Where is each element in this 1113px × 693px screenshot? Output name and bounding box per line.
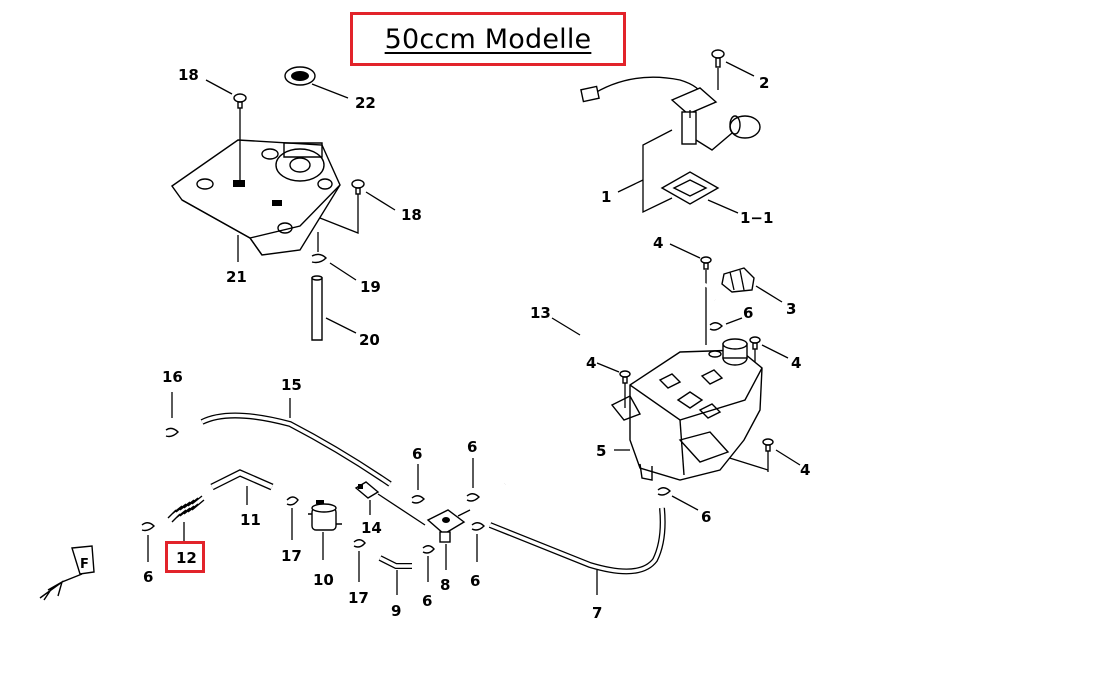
- part-6-clip-f: [709, 322, 723, 331]
- callout-3: 3: [786, 300, 796, 318]
- callout-10: 10: [313, 571, 334, 589]
- callout-21: 21: [226, 268, 247, 286]
- part-10-fuel-filter: [308, 500, 342, 531]
- callout-14: 14: [361, 519, 382, 537]
- part-4-bolt-bottom: [762, 438, 774, 452]
- callout-6-d: 6: [467, 438, 477, 456]
- callout-6-left: 6: [143, 568, 153, 586]
- callout-20: 20: [359, 331, 380, 349]
- part-12-highlight-frame: [165, 541, 205, 573]
- part-21-cover-plate: [171, 139, 341, 256]
- callout-15: 15: [281, 376, 302, 394]
- callout-16: 16: [162, 368, 183, 386]
- callout-22: 22: [355, 94, 376, 112]
- callout-12: 12: [176, 549, 197, 567]
- part-15-hose: [200, 412, 392, 487]
- part-6-clip-c: [422, 545, 435, 554]
- callout-1: 1: [601, 188, 611, 206]
- callout-7: 7: [592, 604, 602, 622]
- part-20-tube: [311, 275, 323, 341]
- callout-18-right: 18: [401, 206, 422, 224]
- callout-13: 13: [530, 304, 551, 322]
- title-frame: 50ccm Modelle: [350, 12, 626, 66]
- callout-18-top: 18: [178, 66, 199, 84]
- part-14-screw: [354, 481, 380, 499]
- callout-2: 2: [759, 74, 769, 92]
- part-18-screw-b: [351, 179, 365, 195]
- part-2-screw: [711, 49, 725, 68]
- part-6-clip-g: [657, 487, 671, 496]
- callout-8: 8: [440, 576, 450, 594]
- part-17-clip-b: [353, 539, 366, 548]
- part-9-bent-tube: [378, 555, 412, 569]
- part-1-fuel-sender: [580, 76, 761, 151]
- part-12-spring: [167, 495, 205, 523]
- part-16-clip: [165, 427, 179, 438]
- part-17-clip-a: [286, 496, 299, 506]
- part-4-bolt-left: [619, 370, 631, 384]
- callout-4-bottom: 4: [800, 461, 810, 479]
- callout-11: 11: [240, 511, 261, 529]
- callout-6-c: 6: [422, 592, 432, 610]
- part-1-1-gasket: [660, 171, 720, 205]
- callout-17-b: 17: [348, 589, 369, 607]
- callout-17-a: 17: [281, 547, 302, 565]
- part-6-clip-d: [466, 493, 480, 502]
- part-6-clip-b: [411, 495, 425, 504]
- part-13-hose: [504, 281, 717, 486]
- part-4-bolt-top: [700, 256, 712, 270]
- part-6-clip-e: [471, 522, 485, 531]
- part-19-clip: [311, 253, 327, 264]
- front-direction-marker: F: [39, 545, 95, 601]
- part-18-screw-a: [233, 93, 247, 109]
- part-3-fuel-cap: [721, 267, 755, 293]
- part-4-bolt-right: [749, 336, 761, 350]
- callout-19: 19: [360, 278, 381, 296]
- part-8-fuel-valve: [426, 509, 471, 543]
- callout-5: 5: [596, 442, 606, 460]
- front-marker-letter: F: [80, 557, 89, 572]
- callout-4-left: 4: [586, 354, 596, 372]
- callout-6-b: 6: [412, 445, 422, 463]
- callout-1-1: 1−1: [740, 209, 773, 227]
- callout-6-g: 6: [701, 508, 711, 526]
- part-7-hose: [488, 507, 666, 575]
- part-11-elbow: [210, 469, 274, 491]
- part-5-fuel-tank: [610, 338, 763, 481]
- callout-6-f: 6: [743, 304, 753, 322]
- diagram-title: 50ccm Modelle: [384, 23, 592, 55]
- callout-4-right: 4: [791, 354, 801, 372]
- callout-9: 9: [391, 602, 401, 620]
- callout-6-e: 6: [470, 572, 480, 590]
- part-22-grommet: [284, 66, 316, 86]
- part-6-clip-left: [141, 522, 155, 532]
- callout-4-top: 4: [653, 234, 663, 252]
